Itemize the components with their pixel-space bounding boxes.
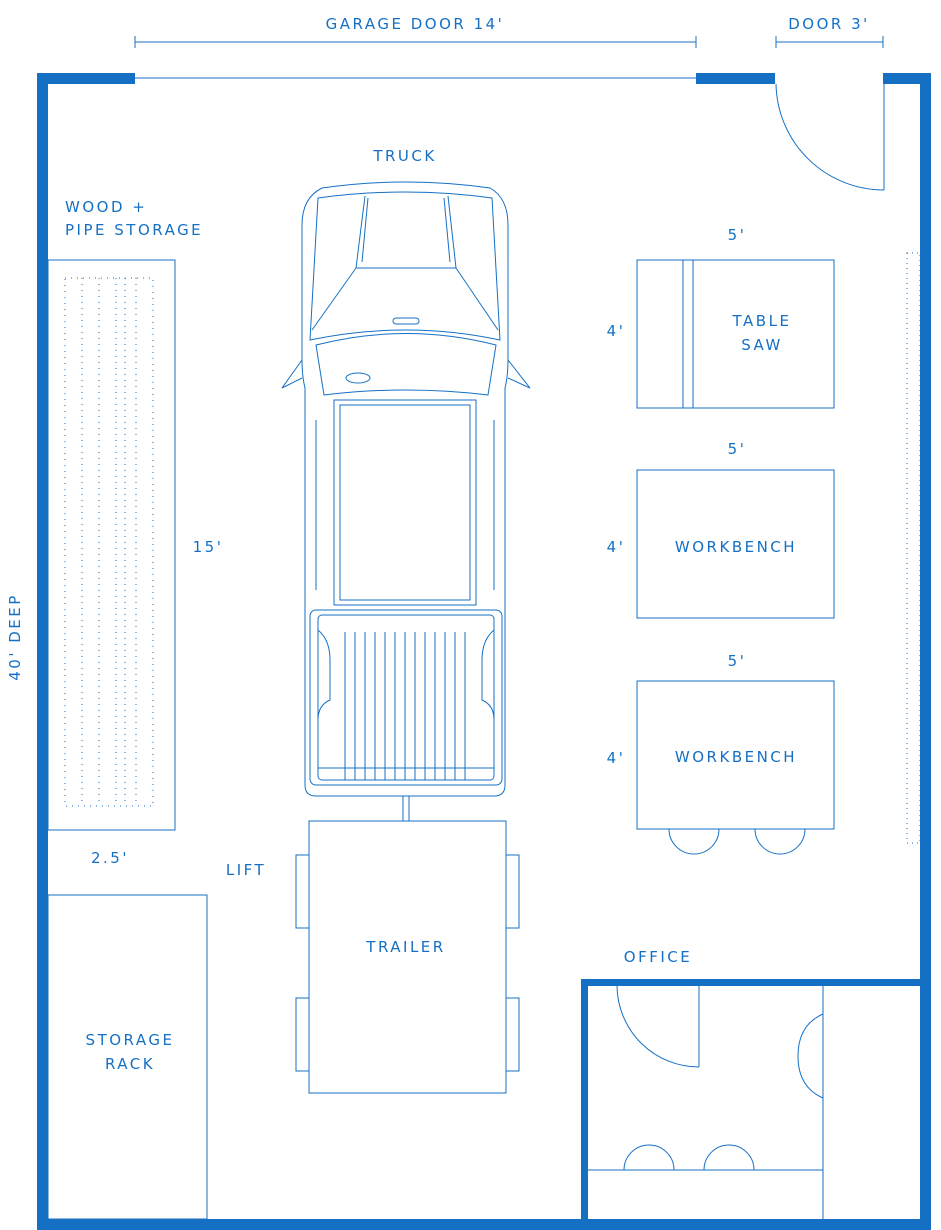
pickup-truck-icon bbox=[281, 181, 531, 797]
trailer bbox=[295, 820, 520, 1094]
table-saw-label-line1: TABLE bbox=[732, 312, 792, 330]
lift-label: LIFT bbox=[226, 861, 266, 879]
storage-rack bbox=[47, 894, 208, 1220]
exterior-walls bbox=[37, 73, 931, 1230]
door-dimension: DOOR 3' bbox=[788, 15, 870, 33]
workbench-2-depth: 4' bbox=[607, 749, 626, 767]
depth-dimension: 40' DEEP bbox=[6, 593, 24, 681]
sink-icon bbox=[797, 1013, 824, 1099]
office-room bbox=[581, 979, 931, 1230]
table-saw-depth: 4' bbox=[607, 322, 626, 340]
chair-icon bbox=[623, 1144, 675, 1171]
rack-width-dimension: 15' bbox=[193, 538, 224, 556]
table-saw bbox=[636, 259, 835, 409]
truck-label: TRUCK bbox=[372, 147, 436, 165]
workbench-2-label: WORKBENCH bbox=[675, 748, 797, 766]
door-swing-icon bbox=[616, 985, 700, 1068]
trailer-hitch bbox=[402, 796, 410, 821]
door-dimension-line bbox=[775, 36, 884, 48]
workbench-1-width: 5' bbox=[728, 440, 747, 458]
chair-icon bbox=[703, 1144, 755, 1171]
workbench-1-label: WORKBENCH bbox=[675, 538, 797, 556]
workbench-1-depth: 4' bbox=[607, 538, 626, 556]
chair-icon bbox=[754, 828, 806, 855]
wood-storage-label-line1: WOOD + bbox=[65, 198, 147, 216]
garage-door-dimension: GARAGE DOOR 14' bbox=[326, 15, 505, 33]
workbench-1 bbox=[636, 469, 835, 619]
wood-storage-label-line2: PIPE STORAGE bbox=[65, 221, 203, 239]
door-swing-icon bbox=[775, 83, 885, 191]
rack-depth-dimension: 2.5' bbox=[91, 849, 129, 867]
office-label: OFFICE bbox=[624, 948, 692, 966]
workbench-2 bbox=[636, 680, 835, 855]
table-saw-width: 5' bbox=[728, 226, 747, 244]
workbench-2-width: 5' bbox=[728, 652, 747, 670]
chair-icon bbox=[668, 828, 720, 855]
storage-rack-label-line2: RACK bbox=[105, 1055, 155, 1073]
wood-pipe-storage-rack bbox=[47, 259, 176, 831]
table-saw-label-line2: SAW bbox=[741, 336, 783, 354]
garage-door-dimension-line bbox=[134, 36, 697, 48]
storage-rack-label-line1: STORAGE bbox=[86, 1031, 175, 1049]
wall-shelf bbox=[906, 252, 921, 844]
trailer-label: TRAILER bbox=[365, 938, 445, 956]
